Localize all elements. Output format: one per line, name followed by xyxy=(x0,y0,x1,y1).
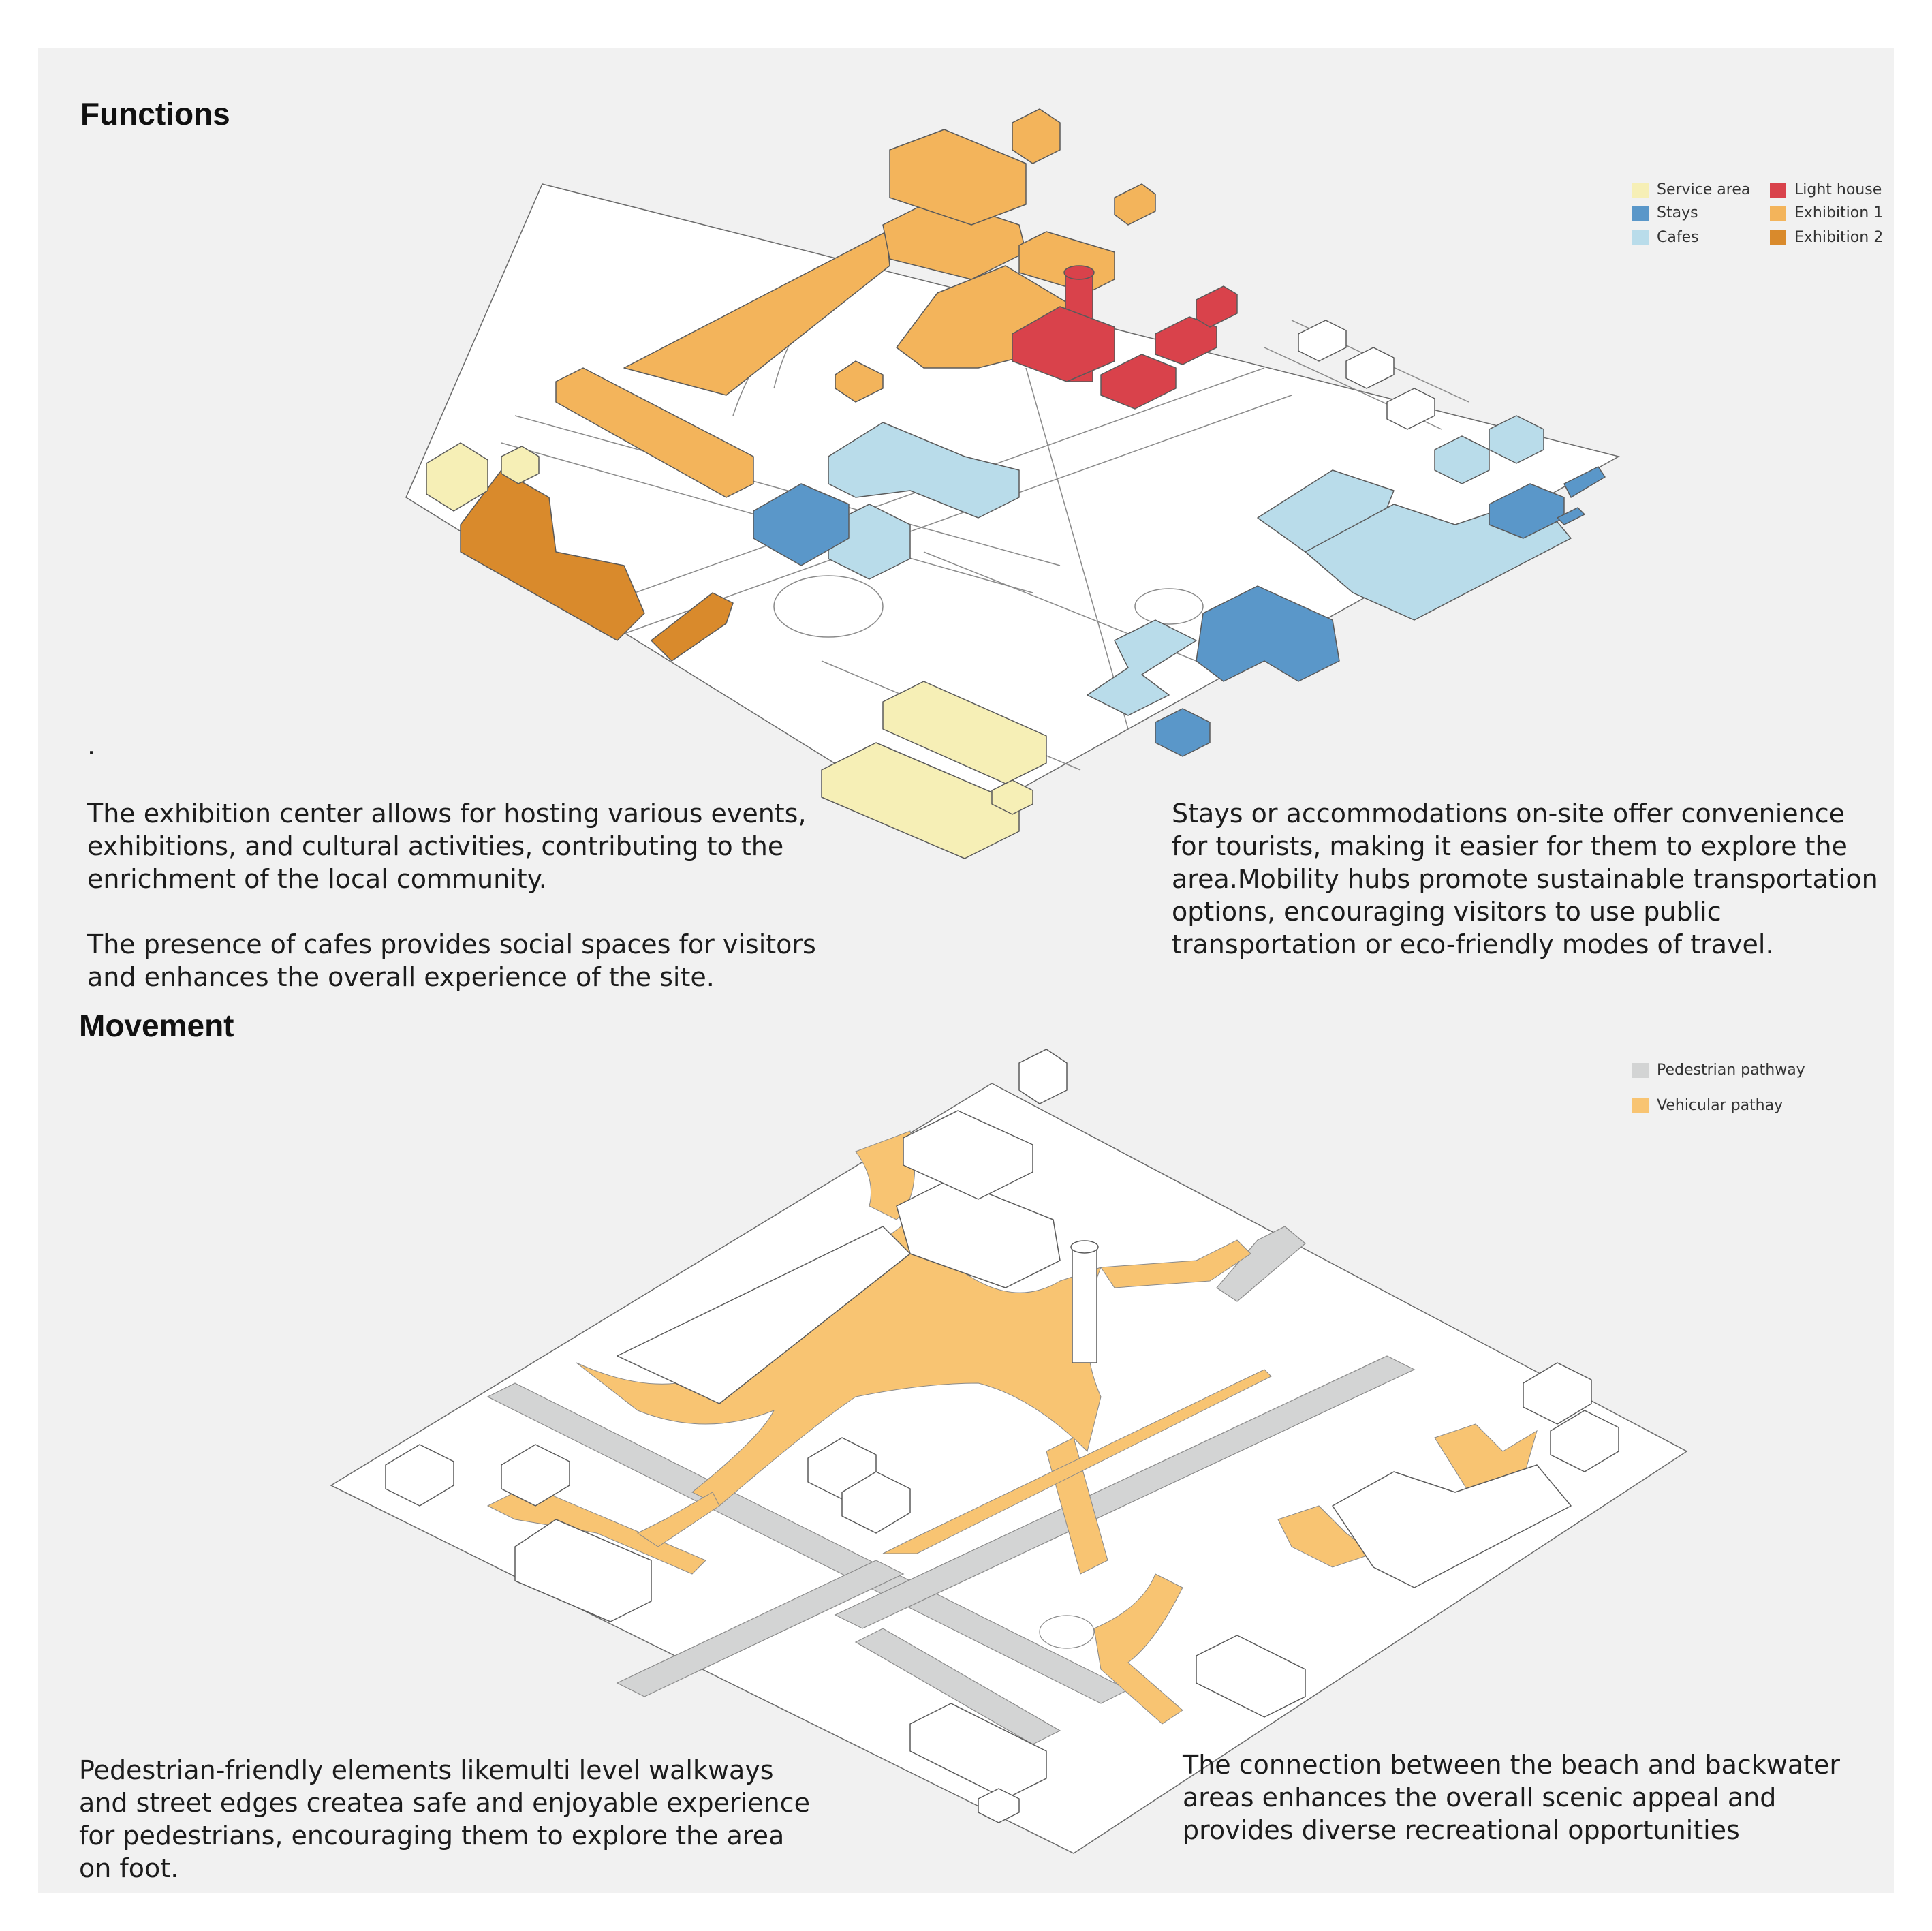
lighthouse-wing xyxy=(1012,306,1115,382)
movement-block-south-east xyxy=(1196,1635,1306,1718)
legend-label: Exhibition 1 xyxy=(1794,204,1884,221)
functions-paragraph-left-1: The exhibition center allows for hosting… xyxy=(87,799,807,894)
movement-north-box xyxy=(1018,1049,1068,1104)
legend-item-stays: Stays xyxy=(1632,204,1698,221)
legend-label: Exhibition 2 xyxy=(1794,229,1884,246)
pedestrian-street-south xyxy=(854,1628,1061,1745)
service-area-cube-small xyxy=(501,446,540,484)
movement-house-east-1 xyxy=(1523,1362,1592,1425)
exhibition-2-tail xyxy=(651,592,734,662)
vehicular-path-link-east xyxy=(1100,1239,1251,1288)
stay-l-block xyxy=(1196,585,1340,682)
legend-item-light-house: Light house xyxy=(1770,181,1882,198)
movement-isometric-map xyxy=(330,1049,1688,1854)
exhibition-1-tiny xyxy=(835,360,884,403)
movement-paragraph-left: Pedestrian-friendly elements likemulti l… xyxy=(79,1755,810,1883)
exhibition-1-small-roof xyxy=(1114,183,1156,226)
functions-title: Functions xyxy=(80,96,230,132)
swatch-light-house xyxy=(1770,182,1786,198)
swatch-exhibition-1 xyxy=(1770,205,1786,221)
stay-pyramid-roof xyxy=(753,483,850,566)
service-area-block-south xyxy=(821,742,1020,859)
legend-label: Cafes xyxy=(1657,229,1699,246)
stay-small-south xyxy=(1155,708,1211,757)
legend-item-vehicular-pathway: Vehicular pathay xyxy=(1632,1097,1783,1114)
service-area-ring xyxy=(882,681,1047,784)
functions-legend: Service area Stays Cafes Light house Exh… xyxy=(1632,181,1891,256)
exhibition-1-block-north xyxy=(889,129,1027,226)
lighthouse-block-3 xyxy=(1196,285,1238,328)
legend-item-pedestrian-pathway: Pedestrian pathway xyxy=(1632,1062,1805,1079)
service-area-cube-left xyxy=(426,442,488,512)
legend-item-service-area: Service area xyxy=(1632,181,1750,198)
lighthouse-block-1 xyxy=(1100,354,1177,410)
swatch-pedestrian-pathway xyxy=(1632,1062,1649,1078)
pedestrian-street-cross xyxy=(616,1560,905,1697)
functions-isometric-map xyxy=(405,108,1621,859)
pedestrian-street-east xyxy=(1216,1226,1306,1302)
functions-paragraph-left-2: The presence of cafes provides social sp… xyxy=(87,929,816,992)
legend-label: Light house xyxy=(1794,181,1882,198)
lighthouse-block-2 xyxy=(1155,316,1217,365)
swatch-stays xyxy=(1632,205,1649,221)
movement-house-1 xyxy=(385,1444,454,1507)
movement-cluster-west xyxy=(514,1519,652,1622)
exhibition-1-hall-large xyxy=(623,231,890,396)
movement-south-block xyxy=(909,1703,1047,1799)
cafe-wiggle xyxy=(1087,619,1197,716)
vehicular-path-beach-south xyxy=(1093,1573,1183,1725)
sheet: Functions xyxy=(38,48,1894,1893)
movement-roofs-east xyxy=(1332,1464,1572,1588)
swatch-exhibition-2 xyxy=(1770,230,1786,245)
exhibition-1-strip xyxy=(555,367,754,498)
legend-label: Service area xyxy=(1657,181,1751,198)
legend-item-exhibition-1: Exhibition 1 xyxy=(1770,204,1883,221)
vehicular-path-strip-diagonal xyxy=(882,1369,1272,1554)
swatch-service-area xyxy=(1632,182,1649,198)
movement-house-east-2 xyxy=(1550,1410,1619,1472)
cafe-kiosk-1 xyxy=(1434,435,1490,484)
movement-south-house xyxy=(978,1788,1020,1823)
movement-house-4 xyxy=(841,1471,911,1534)
cafe-kiosk-2 xyxy=(1489,415,1544,464)
movement-north-block xyxy=(903,1110,1033,1200)
cafe-courtyard xyxy=(828,422,1020,519)
legend-label: Stays xyxy=(1657,204,1698,221)
swatch-cafes xyxy=(1632,230,1649,245)
vehicular-path-west-link xyxy=(637,1492,720,1547)
movement-title: Movement xyxy=(79,1008,234,1043)
service-area-small xyxy=(991,779,1033,815)
pedestrian-roundabout xyxy=(1039,1615,1095,1649)
movement-site-base xyxy=(330,1083,1688,1854)
stay-east-3 xyxy=(1557,507,1585,525)
legend-item-cafes: Cafes xyxy=(1632,229,1699,246)
swatch-vehicular-pathway xyxy=(1632,1098,1649,1113)
stay-east-2 xyxy=(1563,466,1606,498)
exhibition-1-small-box xyxy=(1012,108,1061,164)
movement-house-2 xyxy=(501,1444,570,1507)
legend-label: Pedestrian pathway xyxy=(1657,1062,1805,1079)
functions-stray-mark: . xyxy=(87,730,96,760)
functions-paragraph-right: Stays or accommodations on-site offer co… xyxy=(1172,799,1878,959)
legend-label: Vehicular pathay xyxy=(1657,1097,1783,1114)
movement-lighthouse-tower xyxy=(1072,1246,1097,1363)
pedestrian-street-diagonal-2 xyxy=(834,1355,1416,1629)
movement-paragraph-right: The connection between the beach and bac… xyxy=(1183,1750,1841,1845)
legend-item-exhibition-2: Exhibition 2 xyxy=(1770,229,1883,246)
movement-legend: Pedestrian pathway Vehicular pathay xyxy=(1632,1062,1878,1114)
